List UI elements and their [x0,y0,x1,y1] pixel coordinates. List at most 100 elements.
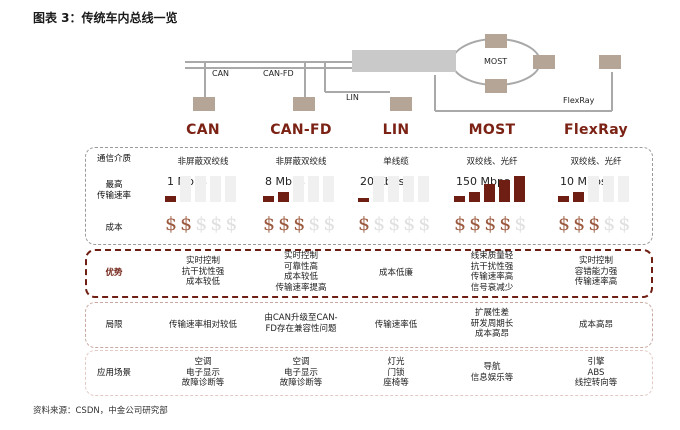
media-cell-lin: 单线缆 [383,157,409,167]
can-node [193,97,215,111]
dollar-icon: $ [165,213,178,235]
dollar-icon: $ [484,213,497,235]
cost-rating-canfd: $$$$$ [263,213,338,235]
bus-topology-diagram [185,34,621,112]
media-cell-most: 双绞线、光纤 [466,157,518,167]
dollar-icon: $ [323,213,336,235]
speed-bar-most [454,196,465,202]
topo-most-label: MOST [484,57,508,66]
cost-rating-lin: $$$$$ [358,213,433,235]
row-label-advantage: 优势 [105,268,123,278]
most-node-bottom [485,79,507,93]
media-cell-can: 非屏蔽双绞线 [177,157,229,167]
dollar-icon: $ [469,213,482,235]
most-node-right [533,55,555,69]
limitation-cell-flexray: 成本高昂 [578,320,613,330]
speed-bar-lin [418,176,429,202]
speed-bar-flexray [558,196,569,202]
protocol-header-canfd: CAN-FD [270,122,332,138]
limitation-cell-can: 传输速率相对较低 [168,320,237,330]
dollar-icon: $ [373,213,386,235]
speed-bar-lin [388,176,399,202]
cost-rating-flexray: $$$$$ [558,213,633,235]
dollar-icon: $ [558,213,571,235]
topo-flexray-label: FlexRay [563,96,595,105]
speed-bar-canfd [308,176,319,202]
canfd-node [293,97,315,111]
speed-bar-most [514,176,525,202]
application-cell-flexray: 引擎 ABS 线控转向等 [574,357,618,388]
application-cell-can: 空调 电子显示 故障诊断等 [181,357,225,388]
dollar-icon: $ [358,213,371,235]
speed-bar-canfd [278,192,289,202]
protocol-header-most: MOST [468,122,516,138]
topo-canfd-label: CAN-FD [263,69,294,78]
figure-title: 图表 3：传统车内总线一览 [33,11,178,25]
advantages-group [85,249,653,298]
row-label-application: 应用场景 [96,368,131,378]
lin-node [390,97,412,111]
row-label-media: 通信介质 [96,154,131,164]
most-node-top [485,34,507,48]
speed-bar-flexray [573,192,584,202]
row-label-limitation: 局限 [105,320,123,330]
protocol-header-lin: LIN [382,122,410,138]
dollar-icon: $ [573,213,586,235]
limitation-cell-lin: 传输速率低 [374,320,418,330]
dollar-icon: $ [588,213,601,235]
topo-can-label: CAN [212,69,230,78]
dollar-icon: $ [210,213,223,235]
dollar-icon: $ [499,213,512,235]
dollar-icon: $ [278,213,291,235]
speed-bar-flexray [588,176,599,202]
cost-rating-most: $$$$$ [454,213,529,235]
dollar-icon: $ [180,213,193,235]
dollar-icon: $ [293,213,306,235]
speed-bar-flexray [603,176,614,202]
dollar-icon: $ [618,213,631,235]
applications-group [85,350,653,396]
speed-label-most: 150 Mbps [456,175,510,188]
speed-bar-most [469,192,480,202]
speed-bar-can [180,176,191,202]
dollar-icon: $ [603,213,616,235]
speed-bar-can [165,196,176,202]
dollar-icon: $ [195,213,208,235]
advantage-cell-lin: 成本低廉 [378,268,413,278]
gateway-box [352,50,456,72]
row-label-cost: 成本 [105,223,123,233]
application-cell-most: 导航 信息娱乐等 [470,362,514,383]
application-cell-lin: 灯光 门锁 座椅等 [383,357,409,388]
dollar-icon: $ [263,213,276,235]
cost-rating-can: $$$$$ [165,213,240,235]
speed-bar-lin [373,176,384,202]
speed-bar-canfd [293,176,304,202]
speed-bar-flexray [618,176,629,202]
advantage-cell-flexray: 实时控制 容错能力强 传输速率高 [574,256,618,287]
limitations-group [85,302,653,348]
dollar-icon: $ [514,213,527,235]
speed-bar-most [499,180,510,202]
media-cell-flexray: 双绞线、光纤 [570,157,622,167]
topo-lin-label: LIN [346,93,359,102]
dollar-icon: $ [418,213,431,235]
speed-bar-most [484,184,495,202]
speed-bar-canfd [263,196,274,202]
specs-group [85,147,653,245]
limitation-cell-most: 扩展性差 研发周期长 成本高昂 [470,308,514,339]
speed-bar-lin [358,198,369,202]
advantage-cell-can: 实时控制 抗干扰性强 成本较低 [181,256,225,287]
speed-bar-lin [403,176,414,202]
speed-bar-canfd [323,176,334,202]
row-label-speed: 最高 传输速率 [96,180,131,201]
dollar-icon: $ [225,213,238,235]
dollar-icon: $ [454,213,467,235]
application-cell-canfd: 空调 电子显示 故障诊断等 [279,357,323,388]
protocol-header-flexray: FlexRay [564,122,628,138]
flexray-node [599,55,621,69]
speed-bar-can [195,176,206,202]
advantage-cell-most: 线束质量轻 抗干扰性强 传输速率高 信号衰减少 [470,251,514,293]
dollar-icon: $ [403,213,416,235]
source-note: 资料来源：CSDN，中金公司研究部 [33,406,168,416]
speed-bar-can [210,176,221,202]
